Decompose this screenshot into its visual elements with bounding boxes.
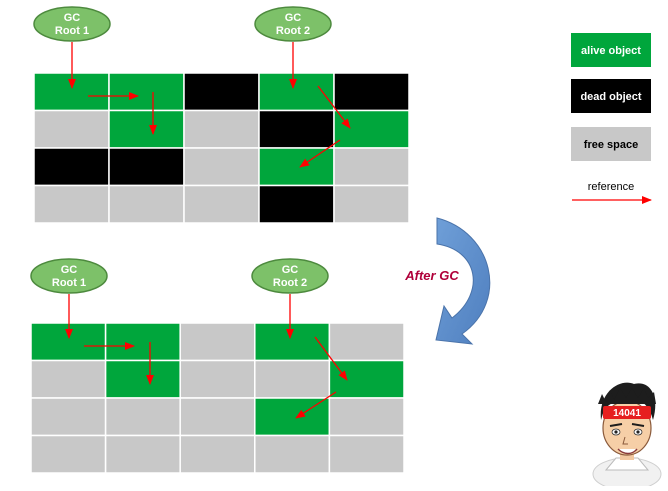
- legend-alive: alive object: [571, 33, 651, 67]
- gc-root-2-after: GC Root 2: [251, 258, 329, 294]
- memory-cell-alive: [258, 147, 335, 187]
- after-memory-grid: [30, 322, 405, 474]
- memory-cell-alive: [108, 72, 185, 112]
- memory-cell-dead: [258, 184, 335, 224]
- memory-cell-free: [30, 434, 107, 474]
- legend-dead: dead object: [571, 79, 651, 113]
- memory-cell-dead: [258, 109, 335, 149]
- memory-cell-alive: [333, 109, 410, 149]
- memory-cell-free: [328, 397, 405, 437]
- legend-free-label: free space: [584, 139, 638, 151]
- memory-cell-free: [30, 397, 107, 437]
- reference-arrow: [295, 391, 337, 419]
- legend-reference-label: reference: [588, 181, 634, 193]
- memory-cell-free: [179, 322, 256, 362]
- root-label-line2: Root 2: [273, 277, 307, 289]
- gc-root-2-before: GC Root 2: [254, 6, 332, 42]
- root-label-line2: Root 2: [276, 25, 310, 37]
- memory-cell-free: [30, 359, 107, 399]
- avatar-badge-text: 14041: [613, 408, 641, 419]
- before-section: GC Root 1 GC Root 2: [33, 6, 410, 224]
- memory-cell-free: [333, 147, 410, 187]
- memory-cell-free: [33, 109, 110, 149]
- memory-cell-free: [254, 359, 331, 399]
- memory-cell-alive: [104, 359, 181, 399]
- avatar: 14041: [592, 382, 662, 491]
- before-references: [68, 42, 351, 168]
- memory-cell-free: [179, 434, 256, 474]
- root-label-line2: Root 1: [52, 277, 86, 289]
- transition: After GC: [404, 217, 491, 345]
- gc-root-1-before: GC Root 1: [33, 6, 111, 42]
- root-label-line1: GC: [285, 12, 302, 24]
- legend: alive object dead object free space refe…: [571, 33, 652, 204]
- reference-arrow: [317, 85, 351, 129]
- memory-cell-free: [179, 359, 256, 399]
- memory-cell-free: [183, 184, 260, 224]
- memory-cell-dead: [33, 147, 110, 187]
- memory-cell-dead: [333, 72, 410, 112]
- after-references: [65, 294, 348, 419]
- gc-root-1-after: GC Root 1: [30, 258, 108, 294]
- after-section: GC Root 1 GC Root 2: [30, 258, 405, 474]
- memory-cell-free: [104, 434, 181, 474]
- memory-cell-free: [104, 397, 181, 437]
- memory-cell-free: [254, 434, 331, 474]
- memory-cell-free: [179, 397, 256, 437]
- memory-cell-free: [183, 109, 260, 149]
- memory-cell-free: [328, 434, 405, 474]
- root-label-line1: GC: [282, 264, 299, 276]
- memory-cell-free: [183, 147, 260, 187]
- legend-dead-label: dead object: [580, 91, 641, 103]
- root-label-line2: Root 1: [55, 25, 89, 37]
- memory-cell-alive: [108, 109, 185, 149]
- root-label-line1: GC: [61, 264, 78, 276]
- memory-cell-alive: [328, 359, 405, 399]
- legend-free: free space: [571, 127, 651, 161]
- after-gc-label: After GC: [404, 268, 459, 283]
- memory-cell-free: [328, 322, 405, 362]
- root-label-line1: GC: [64, 12, 81, 24]
- reference-arrow: [314, 336, 348, 381]
- legend-alive-label: alive object: [581, 45, 641, 57]
- memory-cell-free: [108, 184, 185, 224]
- memory-cell-alive: [104, 322, 181, 362]
- memory-cell-free: [333, 184, 410, 224]
- reference-arrow: [299, 139, 341, 168]
- memory-cell-alive: [30, 322, 107, 362]
- memory-cell-dead: [183, 72, 260, 112]
- legend-reference: reference: [572, 181, 652, 204]
- before-memory-grid: [33, 72, 410, 224]
- memory-cell-dead: [108, 147, 185, 187]
- curved-arrow-icon: [435, 217, 491, 345]
- memory-cell-free: [33, 184, 110, 224]
